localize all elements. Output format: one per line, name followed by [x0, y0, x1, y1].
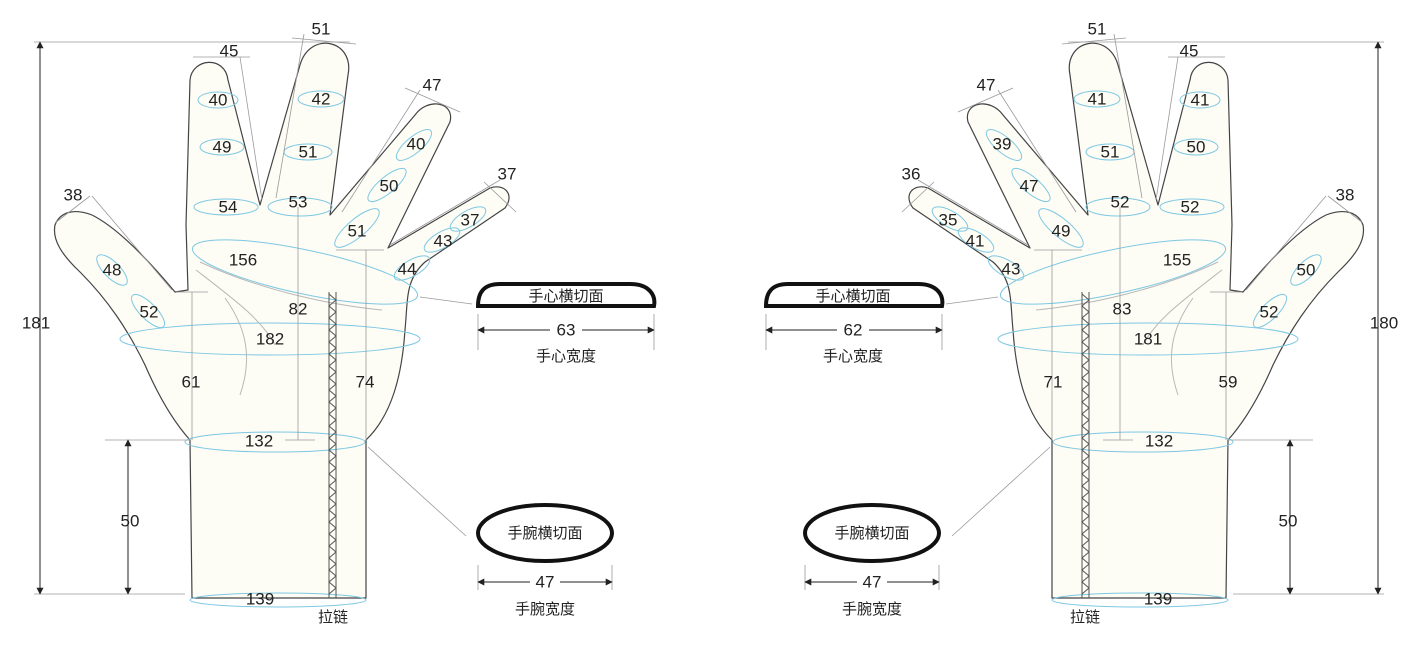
left-index-girth-3: 54	[219, 198, 238, 217]
left-wrist-girth: 132	[245, 432, 273, 451]
right-thumb-girth-2: 52	[1260, 303, 1279, 322]
right-wrist-girth: 132	[1145, 432, 1173, 451]
left-tip-index: 45	[220, 42, 239, 61]
right-cuff-girth: 139	[1144, 590, 1172, 609]
right-middle-girth-3: 52	[1111, 193, 1130, 212]
left-palm-section-shape	[475, 282, 657, 308]
right-tip-little: 36	[902, 165, 921, 184]
right-glove: 38 45 51 47 36 41 50 52 41 51 52 39 47 4…	[902, 20, 1398, 626]
left-thumb-girth-2: 52	[140, 303, 159, 322]
right-tip-middle: 51	[1088, 20, 1107, 39]
left-zipper-label: 拉链	[318, 608, 348, 626]
right-wrist-width: 47	[863, 573, 882, 592]
left-tip-thumb: 38	[64, 186, 83, 205]
right-ring-girth-2: 47	[1020, 177, 1039, 196]
right-wrist-section-title: 手腕横切面	[834, 524, 909, 542]
left-middle-girth-3: 53	[289, 193, 308, 212]
left-cuff-length: 50	[121, 512, 140, 531]
right-total-length: 180	[1370, 314, 1398, 333]
right-thumb-side-length: 59	[1219, 373, 1238, 392]
right-little-girth-2: 41	[966, 232, 985, 251]
left-wrist-width-caption: 手腕宽度	[515, 600, 575, 618]
right-index-girth-1: 41	[1191, 91, 1210, 110]
right-index-girth-2: 50	[1187, 138, 1206, 157]
right-palm-section-title: 手心横切面	[815, 287, 890, 305]
left-wrist-section-shape	[476, 503, 614, 563]
left-wrist-width: 47	[536, 573, 555, 592]
left-index-girth-2: 49	[213, 138, 232, 157]
right-palm-middle-girth: 181	[1134, 330, 1162, 349]
right-palm-width-caption: 手心宽度	[823, 347, 883, 365]
right-wrist-section-shape	[803, 503, 941, 563]
right-little-girth-1: 35	[939, 211, 958, 230]
left-palm-middle-girth: 182	[256, 330, 284, 349]
left-palm-section: 手心横切面 63 手心宽度	[475, 282, 657, 365]
left-palm-width: 63	[557, 321, 576, 340]
left-tip-ring: 47	[423, 76, 442, 95]
right-middle-girth-2: 51	[1101, 143, 1120, 162]
right-ring-girth-1: 39	[993, 135, 1012, 154]
right-wrist-section: 手腕横切面 47 手腕宽度	[803, 503, 941, 618]
left-ring-girth-3: 51	[348, 222, 367, 241]
left-palm-width-caption: 手心宽度	[536, 347, 596, 365]
left-palm-upper-girth: 156	[229, 251, 257, 270]
left-index-girth-1: 40	[209, 91, 228, 110]
right-middle-length: 83	[1113, 300, 1132, 319]
right-tip-ring: 47	[977, 76, 996, 95]
right-little-side-length: 71	[1044, 373, 1063, 392]
right-tip-thumb: 38	[1336, 186, 1355, 205]
left-total-length: 181	[22, 314, 50, 333]
right-tip-index: 45	[1180, 42, 1199, 61]
left-little-girth-1: 37	[461, 211, 480, 230]
right-cuff-length: 50	[1279, 512, 1298, 531]
right-little-girth-3: 43	[1002, 260, 1021, 279]
right-index-girth-3: 52	[1181, 198, 1200, 217]
right-palm-section-shape	[763, 282, 945, 308]
right-wrist-width-caption: 手腕宽度	[842, 600, 902, 618]
left-little-side-length: 74	[356, 373, 375, 392]
left-ring-girth-1: 40	[407, 135, 426, 154]
right-thumb-girth-1: 50	[1297, 261, 1316, 280]
right-middle-girth-1: 41	[1088, 90, 1107, 109]
left-palm-section-title: 手心横切面	[528, 287, 603, 305]
left-tip-middle: 51	[312, 20, 331, 39]
left-wrist-section-title: 手腕横切面	[507, 524, 582, 542]
left-ring-girth-2: 50	[380, 177, 399, 196]
left-thumb-side-length: 61	[182, 373, 201, 392]
left-wrist-section: 手腕横切面 47 手腕宽度	[476, 503, 614, 618]
right-ring-girth-3: 49	[1052, 222, 1071, 241]
left-middle-length: 82	[289, 300, 308, 319]
left-glove: 38 45 51 47 37 40 49 54 42 51 53 40 50 5…	[22, 20, 517, 626]
right-palm-upper-girth: 155	[1163, 251, 1191, 270]
right-zipper-label: 拉链	[1070, 608, 1100, 626]
right-zipper-teeth	[1081, 293, 1090, 595]
left-cuff-girth: 139	[246, 590, 274, 609]
left-little-girth-2: 43	[434, 232, 453, 251]
left-middle-girth-1: 42	[312, 90, 331, 109]
right-palm-section: 手心横切面 62 手心宽度	[763, 282, 945, 365]
left-zipper-teeth	[328, 293, 337, 595]
left-tip-little: 37	[498, 165, 517, 184]
right-palm-width: 62	[844, 321, 863, 340]
left-little-girth-3: 44	[398, 260, 417, 279]
left-middle-girth-2: 51	[299, 143, 318, 162]
left-thumb-girth-1: 48	[103, 261, 122, 280]
